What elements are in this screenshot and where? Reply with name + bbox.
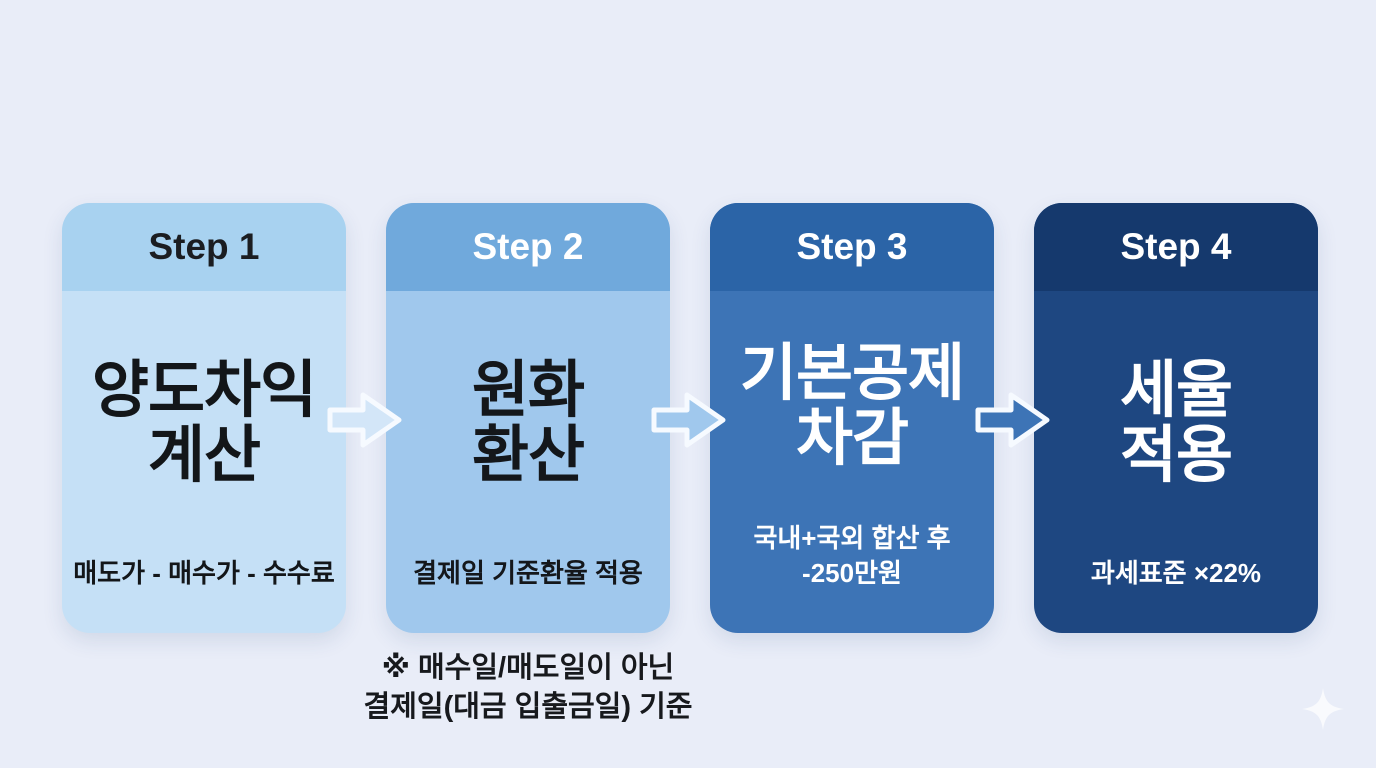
arrow-shape bbox=[975, 392, 1050, 448]
step-subtitle: 결제일 기준환율 적용 bbox=[413, 557, 643, 588]
step-subtitle: 매도가 - 매수가 - 수수료 bbox=[73, 557, 335, 588]
arrow-right-icon bbox=[327, 392, 402, 448]
step-column: Step 3 기본공제 차감 국내+국외 합산 후 -250만원 bbox=[710, 203, 994, 649]
steps-flow: Step 1 양도차익 계산 매도가 - 매수가 - 수수료 Step 2 원화… bbox=[62, 203, 1318, 727]
step-column: Step 4 세율 적용 과세표준 ×22% bbox=[1034, 203, 1318, 649]
step-card-body: 원화 환산 결제일 기준환율 적용 bbox=[386, 291, 670, 633]
step-card: Step 1 양도차익 계산 매도가 - 매수가 - 수수료 bbox=[62, 203, 346, 633]
arrow-right-icon bbox=[975, 392, 1050, 448]
step-card-header: Step 1 bbox=[62, 203, 346, 291]
arrow-shape bbox=[327, 392, 402, 448]
sparkle-shape bbox=[1302, 688, 1344, 730]
step-footnote: ※ 매수일/매도일이 아닌 결제일(대금 입출금일) 기준 bbox=[363, 652, 693, 724]
step-card-header: Step 3 bbox=[710, 203, 994, 291]
arrow-shape bbox=[651, 392, 726, 448]
step-label: Step 3 bbox=[796, 226, 908, 267]
step-card: Step 3 기본공제 차감 국내+국외 합산 후 -250만원 bbox=[710, 203, 994, 633]
step-label: Step 2 bbox=[472, 226, 584, 267]
step-card-body: 양도차익 계산 매도가 - 매수가 - 수수료 bbox=[62, 291, 346, 633]
arrow-connector bbox=[651, 203, 726, 727]
step-title: 세율 적용 bbox=[1119, 356, 1233, 491]
step-card-body: 세율 적용 과세표준 ×22% bbox=[1034, 291, 1318, 633]
step-card-header: Step 2 bbox=[386, 203, 670, 291]
step-label: Step 4 bbox=[1120, 226, 1232, 267]
step-card-body: 기본공제 차감 국내+국외 합산 후 -250만원 bbox=[710, 291, 994, 633]
step-subtitle: 과세표준 ×22% bbox=[1090, 557, 1262, 588]
step-subtitle: 국내+국외 합산 후 -250만원 bbox=[753, 522, 951, 588]
sparkle-icon bbox=[1302, 688, 1344, 730]
step-title: 원화 환산 bbox=[471, 356, 585, 491]
step-column: Step 1 양도차익 계산 매도가 - 매수가 - 수수료 bbox=[62, 203, 346, 649]
step-card-header: Step 4 bbox=[1034, 203, 1318, 291]
step-card: Step 2 원화 환산 결제일 기준환율 적용 bbox=[386, 203, 670, 633]
step-card: Step 4 세율 적용 과세표준 ×22% bbox=[1034, 203, 1318, 633]
arrow-connector bbox=[975, 203, 1050, 727]
arrow-connector bbox=[327, 203, 402, 727]
step-column: Step 2 원화 환산 결제일 기준환율 적용 ※ 매수일/매도일이 아닌 결… bbox=[364, 203, 692, 727]
arrow-right-icon bbox=[651, 392, 726, 448]
step-label: Step 1 bbox=[148, 226, 260, 267]
step-title: 기본공제 차감 bbox=[739, 338, 965, 473]
step-title: 양도차익 계산 bbox=[91, 356, 317, 491]
